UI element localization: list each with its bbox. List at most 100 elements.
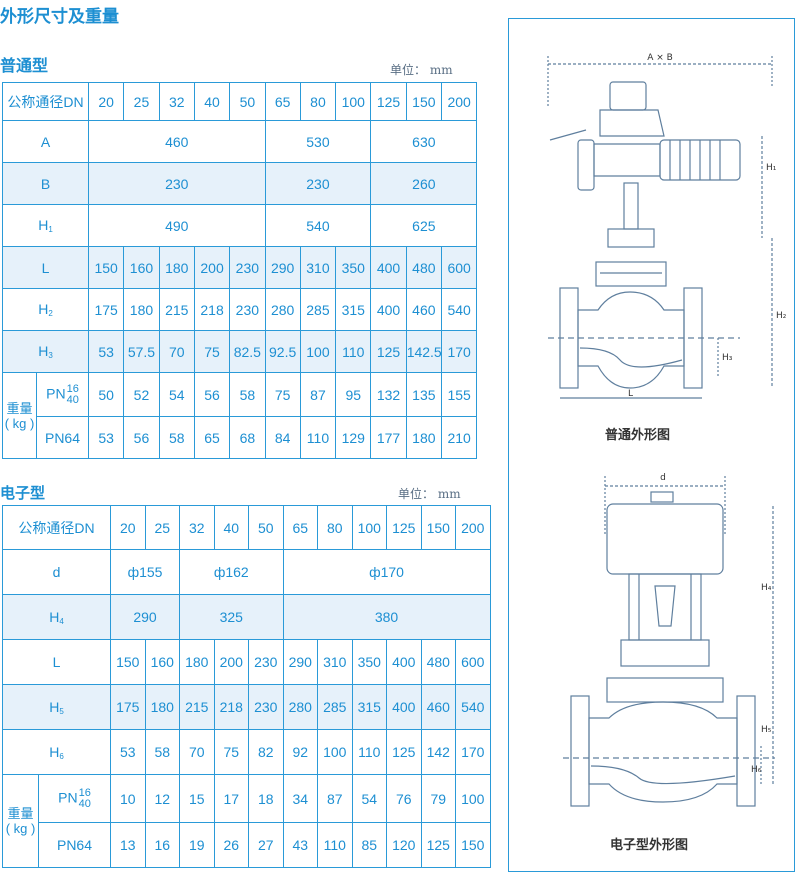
figure-caption-standard: 普通外形图 xyxy=(605,428,671,443)
value-cell: 325 xyxy=(179,594,284,640)
pn-main: PN xyxy=(46,385,66,402)
value-cell: 56 xyxy=(193,372,231,417)
value-cell: 540 xyxy=(264,204,372,247)
value-cell: 110 xyxy=(351,729,388,775)
row-label: H4 xyxy=(1,594,112,640)
value-cell: 290 xyxy=(282,639,319,685)
dn-header-cell: 200 xyxy=(455,505,491,550)
value-cell: 230 xyxy=(88,162,266,205)
value-cell: 290 xyxy=(264,246,301,289)
value-cell: 142.5 xyxy=(405,330,442,373)
row-label-sub: 6 xyxy=(59,751,64,761)
dn-header-label: 公称通径DN xyxy=(1,82,90,121)
pn-bottom: 40 xyxy=(66,393,79,406)
value-cell: 315 xyxy=(351,684,388,730)
label-h6: H₆ xyxy=(751,765,762,775)
value-cell: 180 xyxy=(144,684,181,730)
value-cell: 53 xyxy=(110,729,146,775)
dn-header-cell: 32 xyxy=(179,505,215,550)
value-cell: 120 xyxy=(386,822,422,868)
value-cell: 110 xyxy=(299,416,337,459)
dn-header-cell: 150 xyxy=(405,82,442,121)
value-cell: 129 xyxy=(335,416,372,459)
dn-header-cell: 65 xyxy=(282,505,319,550)
value-cell: 125 xyxy=(370,330,407,373)
dn-header-cell: 125 xyxy=(386,505,422,550)
value-cell: 54 xyxy=(351,774,388,823)
weight-title: 重量 xyxy=(7,806,34,821)
value-cell: 630 xyxy=(370,120,478,163)
dn-header-cell: 150 xyxy=(420,505,457,550)
value-cell: 142 xyxy=(420,729,457,775)
row-label: d xyxy=(1,549,112,595)
value-cell: 15 xyxy=(179,774,215,823)
value-cell: 180 xyxy=(158,246,195,289)
value-cell: 180 xyxy=(405,416,442,459)
value-cell: 160 xyxy=(123,246,160,289)
dn-header-cell: 20 xyxy=(88,82,125,121)
value-cell: 280 xyxy=(264,288,301,331)
value-cell: 480 xyxy=(420,639,457,685)
pn64-label: PN64 xyxy=(35,416,90,459)
value-cell: 100 xyxy=(317,729,353,775)
dn-header-cell: 65 xyxy=(264,82,301,121)
value-cell: 125 xyxy=(386,729,422,775)
dn-header-cell: 25 xyxy=(123,82,160,121)
value-cell: 76 xyxy=(386,774,422,823)
pn-bottom: 40 xyxy=(78,797,91,810)
weight-title: 重量 xyxy=(6,400,33,416)
row-label-main: H xyxy=(38,217,49,233)
value-cell: 230 xyxy=(248,684,284,730)
pn-top: 16 xyxy=(78,786,91,799)
dn-header-cell: 125 xyxy=(370,82,407,121)
value-cell: 13 xyxy=(110,822,146,868)
value-cell: 600 xyxy=(440,246,478,289)
value-cell: 75 xyxy=(193,330,231,373)
value-cell: 490 xyxy=(88,204,266,247)
value-cell: 57.5 xyxy=(123,330,160,373)
pn64-label: PN64 xyxy=(37,822,112,868)
value-cell: 460 xyxy=(88,120,266,163)
value-cell: 58 xyxy=(144,729,181,775)
value-cell: 215 xyxy=(158,288,195,331)
value-cell: 215 xyxy=(179,684,215,730)
figure-panel xyxy=(508,18,795,872)
value-cell: ф162 xyxy=(179,549,284,595)
row-label: H2 xyxy=(1,288,90,331)
value-cell: 175 xyxy=(110,684,146,730)
value-cell: 52 xyxy=(123,372,160,417)
value-cell: 170 xyxy=(440,330,478,373)
row-label-main: H xyxy=(38,301,49,317)
value-cell: 70 xyxy=(158,330,195,373)
value-cell: 75 xyxy=(264,372,301,417)
dn-header-label: 公称通径DN xyxy=(1,505,112,550)
row-label: H6 xyxy=(1,729,112,775)
value-cell: 155 xyxy=(440,372,478,417)
pn-main: PN xyxy=(58,789,78,806)
value-cell: 200 xyxy=(193,246,231,289)
value-cell: 200 xyxy=(213,639,250,685)
value-cell: 400 xyxy=(370,246,407,289)
value-cell: 285 xyxy=(299,288,337,331)
value-cell: 79 xyxy=(420,774,457,823)
value-cell: 400 xyxy=(386,639,422,685)
value-cell: 400 xyxy=(370,288,407,331)
value-cell: 310 xyxy=(317,639,353,685)
pn-top: 16 xyxy=(66,382,79,395)
value-cell: 460 xyxy=(405,288,442,331)
value-cell: 17 xyxy=(213,774,250,823)
value-cell: 160 xyxy=(144,639,181,685)
value-cell: 84 xyxy=(264,416,301,459)
label-h5: H₅ xyxy=(761,725,772,735)
value-cell: 68 xyxy=(229,416,266,459)
